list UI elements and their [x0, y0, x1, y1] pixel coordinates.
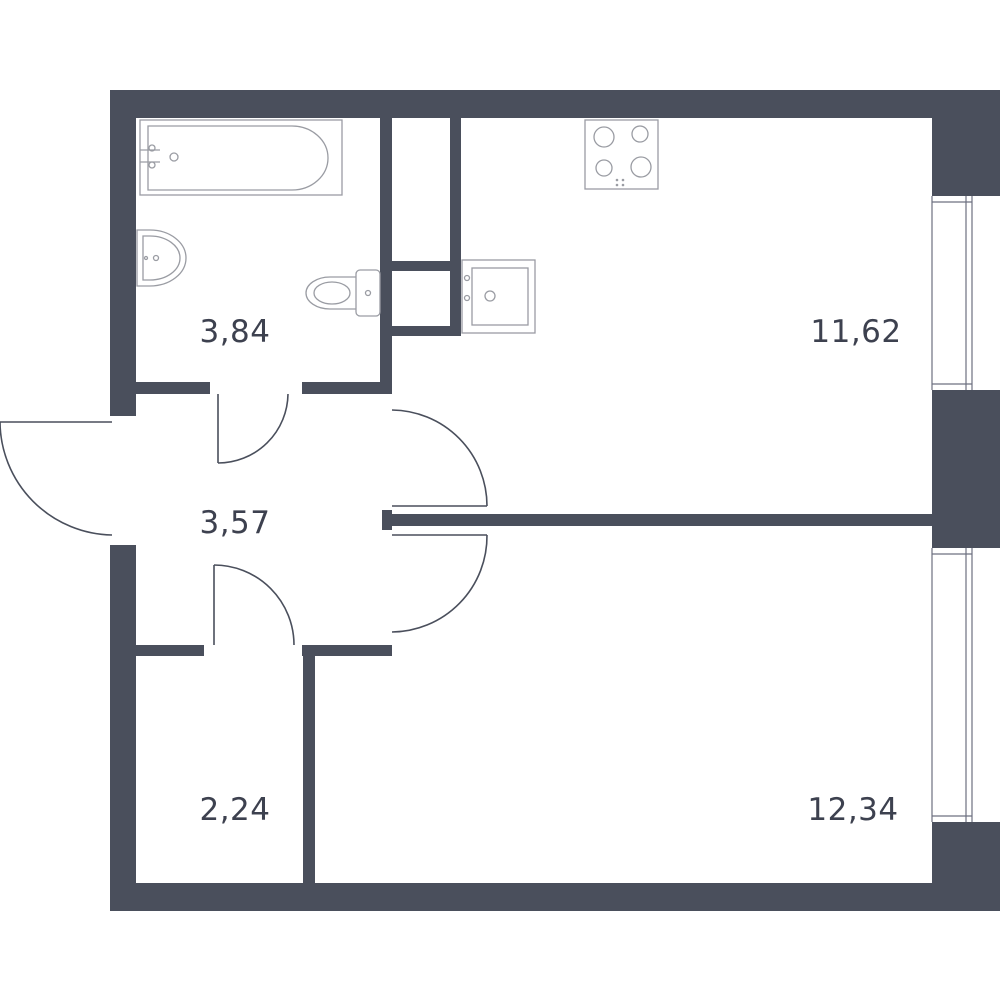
- window-kitchen: [931, 196, 973, 390]
- kitchen-door: [391, 409, 488, 507]
- bedroom-door: [391, 534, 488, 633]
- doors: [0, 393, 488, 646]
- outer-wall-right-middle: [932, 390, 1000, 548]
- storage-wall-top-left: [136, 645, 204, 656]
- outer-wall-right-top: [932, 90, 1000, 196]
- bathroom-door: [217, 393, 289, 464]
- shaft-wall-middle: [392, 261, 461, 271]
- windows: [931, 196, 973, 822]
- stove-icon: [584, 119, 659, 190]
- hallway-area-label: 3,57: [199, 505, 270, 541]
- storage-area-label: 2,24: [199, 792, 270, 828]
- bathtub-icon: [139, 119, 343, 196]
- toilet-icon: [305, 269, 381, 317]
- outer-wall-top: [110, 90, 1000, 118]
- bathroom-wall-bottom-right: [302, 382, 392, 394]
- bathroom-wall-right: [380, 118, 392, 394]
- outer-wall-left-lower: [110, 545, 136, 911]
- shaft-wall-bottom: [392, 326, 461, 336]
- storage-wall-top-right: [302, 645, 392, 656]
- bathroom-wall-bottom-left: [136, 382, 210, 394]
- kitchen-sink-icon: [461, 259, 536, 334]
- shaft-wall-right: [450, 118, 461, 336]
- storage-door: [213, 564, 295, 646]
- outer-wall-right-bottom: [932, 822, 1000, 911]
- walls: [110, 90, 1000, 911]
- partition-kitchen-bedroom: [386, 514, 932, 526]
- entrance-door: [0, 421, 113, 536]
- outer-wall-bottom: [110, 883, 1000, 911]
- window-bedroom: [931, 548, 973, 822]
- bathroom-area-label: 3,84: [199, 314, 270, 350]
- storage-wall-right: [303, 645, 315, 895]
- outer-wall-left-upper: [110, 90, 136, 416]
- kitchen-living-area-label: 11,62: [810, 314, 901, 350]
- bedroom-area-label: 12,34: [807, 792, 898, 828]
- partition-end-cap: [382, 510, 392, 530]
- washbasin-icon: [136, 229, 187, 287]
